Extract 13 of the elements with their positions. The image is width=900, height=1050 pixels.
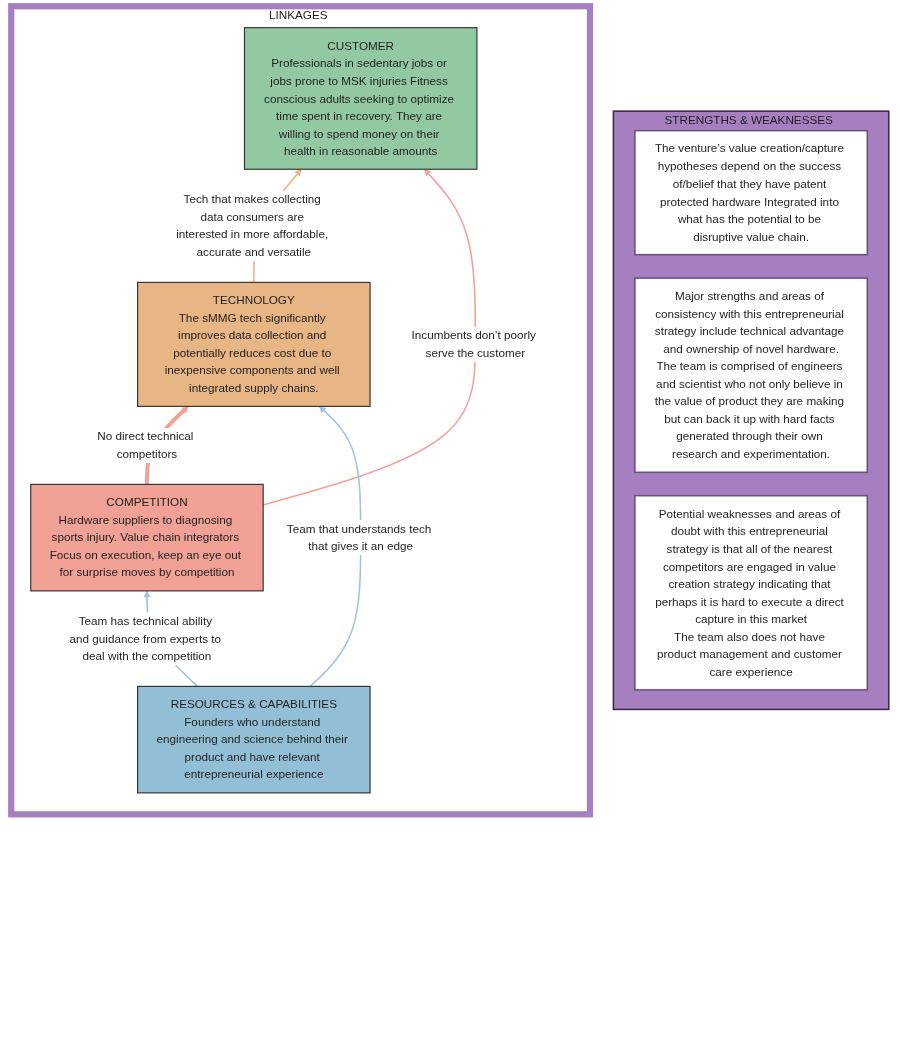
edge-label: Incumbents don’t poorly serve the customer — [411, 328, 536, 360]
node-box: CUSTOMER Professionals in sedentary jobs or jobs prone to MSK injuries Fitness conscious adults seeking to optimize time spent in recovery. They are willing to spend money on their health in reasonable amounts — [243, 27, 478, 170]
node-box: COMPETITION Hardware suppliers to diagnosing sports injury. Value chain integrators Focus on execution, keep an eye out for surprise moves by competition — [30, 483, 264, 592]
edge-label: Tech that makes collecting data consumers are interested in more affordable, accurate and versatile — [176, 192, 329, 259]
node-box: The venture’s value creation/capture hypotheses depend on the success of/belief that they have patent protected hardware Integrated into what has the potential to be disruptive value chain. — [634, 129, 869, 256]
node-box: Major strengths and areas of consistency with this entrepreneurial strategy include technical advantage and ownership of novel hardware. The team is comprised of engineers and scientist who not only believe in the value of product they are making but can back it up with hard facts generated through their own research and experimentation. — [634, 277, 869, 474]
edge-label: No direct technical competitors — [97, 429, 194, 461]
edge-label: Team has technical ability and guidance from experts to deal with the competition — [69, 613, 222, 663]
node-box: TECHNOLOGY The sMMG tech significantly improves data collection and potentially reduces cost due to inexpensive components and well integrated supply chains. — [137, 281, 371, 407]
node-box: Potential weaknesses and areas of doubt with this entrepreneurial strategy is that all of the nearest competitors are engaged in value creation strategy indicating that perhaps it is hard to execute a direct capture in this market The team also does not have product management and customer care experience — [634, 494, 869, 691]
node-box: RESOURCES & CAPABILITIES Founders who understand engineering and science behind their product and have relevant entrepreneurial experience — [137, 685, 371, 794]
edge-label: Team that understands tech that gives it an edge — [286, 521, 432, 553]
arrow — [309, 406, 362, 688]
